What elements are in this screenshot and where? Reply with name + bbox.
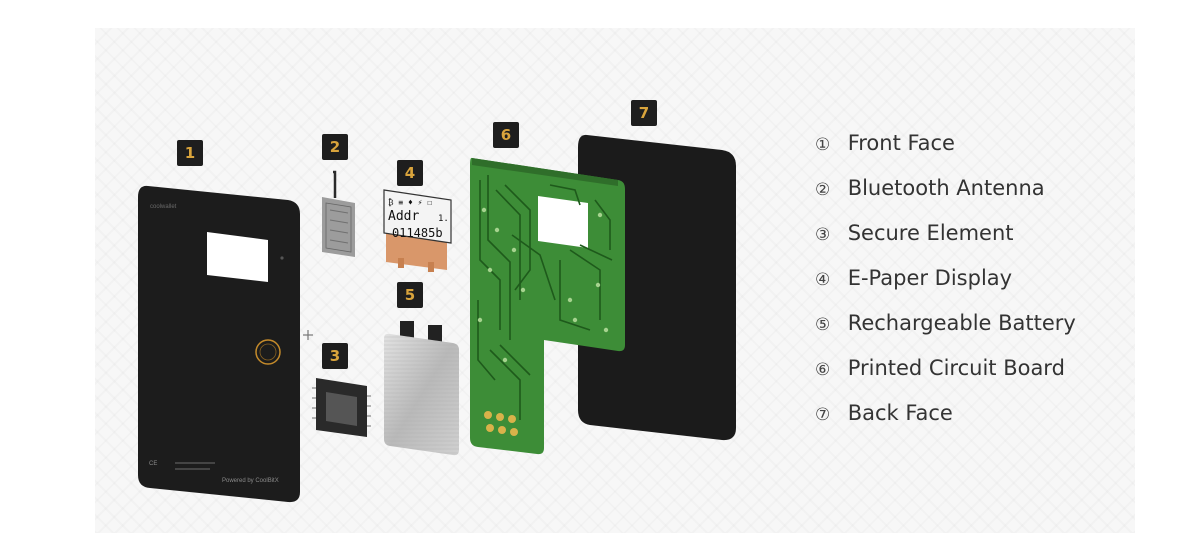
display-icons-row: ₿ ≡ ♦ ⚡ ☐ xyxy=(388,197,432,207)
front-face-card: coolwallet Powered by CoolBitX CE xyxy=(138,185,300,503)
badge-back-face: 7 xyxy=(631,100,657,126)
component-legend: ① Front Face ② Bluetooth Antenna ③ Secur… xyxy=(815,128,1076,443)
rechargeable-battery xyxy=(384,321,459,456)
display-line-2: 011485b xyxy=(392,226,443,240)
ce-mark: CE xyxy=(149,461,157,467)
badge-rechargeable-battery: 5 xyxy=(397,282,423,308)
display-line-1-right: 1. xyxy=(438,214,449,224)
legend-item-printed-circuit-board: ⑥ Printed Circuit Board xyxy=(815,356,1065,380)
powered-by-text: Powered by CoolBitX xyxy=(222,478,279,484)
card-brand-text: coolwallet xyxy=(150,204,177,210)
legend-item-bluetooth-antenna: ② Bluetooth Antenna xyxy=(815,176,1045,200)
printed-circuit-board xyxy=(470,157,625,455)
display-line-1: Addr xyxy=(388,209,419,224)
legend-item-back-face: ⑦ Back Face xyxy=(815,401,953,425)
legend-item-secure-element: ③ Secure Element xyxy=(815,221,1014,245)
e-paper-display: ₿ ≡ ♦ ⚡ ☐ Addr 1. 011485b xyxy=(383,189,452,272)
badge-front-face: 1 xyxy=(177,140,203,166)
badge-e-paper-display: 4 xyxy=(397,160,423,186)
plus-icon xyxy=(303,330,313,340)
legend-item-e-paper-display: ④ E-Paper Display xyxy=(815,266,1013,290)
badge-bluetooth-antenna: 2 xyxy=(322,134,348,160)
badge-secure-element: 3 xyxy=(322,343,348,369)
bluetooth-antenna xyxy=(322,170,355,257)
badge-printed-circuit-board: 6 xyxy=(493,122,519,148)
legend-item-front-face: ① Front Face xyxy=(815,131,955,155)
legend-item-rechargeable-battery: ⑤ Rechargeable Battery xyxy=(815,311,1076,335)
secure-element-chip xyxy=(312,378,371,437)
